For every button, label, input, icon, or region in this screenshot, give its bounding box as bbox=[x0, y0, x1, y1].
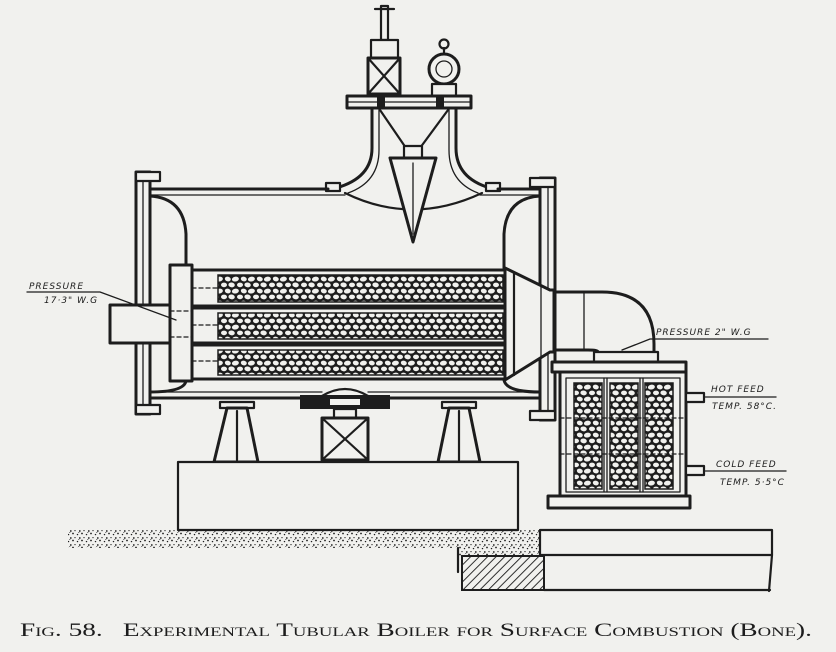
hot-feed-temperature: TEMP. 58°C. bbox=[712, 402, 777, 412]
tube-1-granular-fill bbox=[217, 274, 504, 303]
neck-wall-right bbox=[454, 106, 492, 190]
ground-stipple-step bbox=[458, 548, 546, 556]
neck-lining-right bbox=[448, 107, 479, 194]
separator-throat bbox=[402, 144, 424, 160]
tube-2-granular-fill bbox=[217, 312, 504, 340]
feed-heater bbox=[546, 360, 706, 510]
inlet-passage bbox=[169, 310, 193, 338]
feed-heater-column-fill bbox=[609, 382, 639, 490]
ground bbox=[68, 528, 774, 593]
right-flange-bottom-lip bbox=[528, 409, 557, 422]
inlet-pressure-annotation: PRESSURE 17·3" W.G bbox=[26, 282, 177, 321]
hot-feed-heading: HOT FEED bbox=[711, 385, 765, 395]
feed-heater-grid bbox=[559, 417, 687, 455]
neck-ledge-left bbox=[324, 181, 342, 193]
figure-caption: Fig. 58. Experimental Tubular Boiler for … bbox=[20, 620, 812, 641]
blowdown-valve-cross bbox=[320, 416, 370, 462]
cold-feed-heading: COLD FEED bbox=[716, 460, 777, 470]
tube-plate-left bbox=[168, 263, 194, 383]
left-flange-top-lip bbox=[134, 170, 162, 183]
ground-stipple bbox=[68, 530, 546, 548]
feed-heater-column-fill bbox=[573, 382, 603, 490]
neck-ledge-right bbox=[484, 181, 502, 193]
safety-valve-base bbox=[430, 82, 458, 98]
steam-separator bbox=[378, 108, 450, 244]
figure-title: Experimental Tubular Boiler for Surface … bbox=[123, 620, 812, 641]
outlet-cone bbox=[503, 266, 556, 382]
gas-inlet-pipe bbox=[108, 303, 172, 345]
base-platform bbox=[176, 460, 520, 532]
left-dished-head bbox=[148, 194, 188, 394]
hot-feed-pipe bbox=[684, 391, 706, 404]
separator-hopper bbox=[378, 108, 450, 150]
floor-right-edge bbox=[767, 553, 774, 593]
pit bbox=[461, 555, 545, 591]
outlet-bend-inner bbox=[552, 348, 600, 354]
inlet-pressure-heading: PRESSURE bbox=[29, 282, 84, 292]
right-flange-top-lip bbox=[528, 176, 557, 189]
support-leg-left bbox=[212, 400, 260, 464]
safety-valve-body bbox=[427, 52, 461, 86]
steam-dome-neck bbox=[324, 106, 502, 194]
neck-wall-left bbox=[334, 106, 374, 190]
left-end-flange bbox=[134, 170, 162, 416]
safety-valve-inner-ring bbox=[435, 60, 453, 78]
flange-bolt bbox=[377, 97, 385, 107]
outlet-bend-outer bbox=[552, 290, 656, 354]
stop-valve bbox=[366, 4, 402, 98]
left-flange-bottom-lip bbox=[134, 403, 162, 416]
outlet-pressure-annotation: PRESSURE 2" W.G bbox=[621, 328, 769, 351]
cold-feed-annotation: COLD FEED TEMP. 5·5°C bbox=[703, 460, 787, 488]
feed-heater-bottom-flange bbox=[546, 494, 692, 510]
feed-heater-inner-frame bbox=[565, 377, 681, 493]
outlet-connection bbox=[503, 266, 660, 382]
feed-heater-column-fill bbox=[644, 382, 674, 490]
valve-spindle bbox=[379, 4, 390, 42]
cold-feed-temperature: TEMP. 5·5°C bbox=[720, 478, 785, 488]
flange-bolt bbox=[436, 97, 444, 107]
cold-feed-pipe bbox=[684, 464, 706, 477]
blowdown-flange-opening bbox=[330, 399, 360, 405]
safety-valve bbox=[427, 38, 461, 98]
valve-yoke bbox=[369, 38, 400, 60]
feed-heater-dividers bbox=[603, 377, 644, 493]
boiler-shell bbox=[148, 187, 542, 400]
right-dished-head bbox=[502, 194, 542, 394]
hot-feed-annotation: HOT FEED TEMP. 58°C. bbox=[703, 385, 777, 412]
neck-lining-left bbox=[347, 107, 380, 194]
support-leg-right bbox=[436, 400, 482, 464]
outlet-pressure-leader bbox=[621, 338, 769, 351]
figure-number: Fig. 58. bbox=[20, 620, 103, 641]
inlet-pressure-leader bbox=[26, 291, 177, 321]
outlet-pressure-label: PRESSURE 2" W.G bbox=[656, 328, 752, 338]
tube-bank bbox=[108, 263, 507, 383]
valve-body-cross bbox=[366, 56, 402, 96]
floor-slab bbox=[538, 528, 774, 557]
dome-flange bbox=[345, 94, 473, 110]
mud-pocket-dish bbox=[320, 387, 370, 398]
blowdown-assembly bbox=[300, 387, 390, 514]
inlet-pressure-reading: 17·3" W.G bbox=[44, 296, 98, 306]
tube-3-granular-fill bbox=[217, 349, 504, 376]
mixing-chamber-lines bbox=[191, 287, 219, 362]
